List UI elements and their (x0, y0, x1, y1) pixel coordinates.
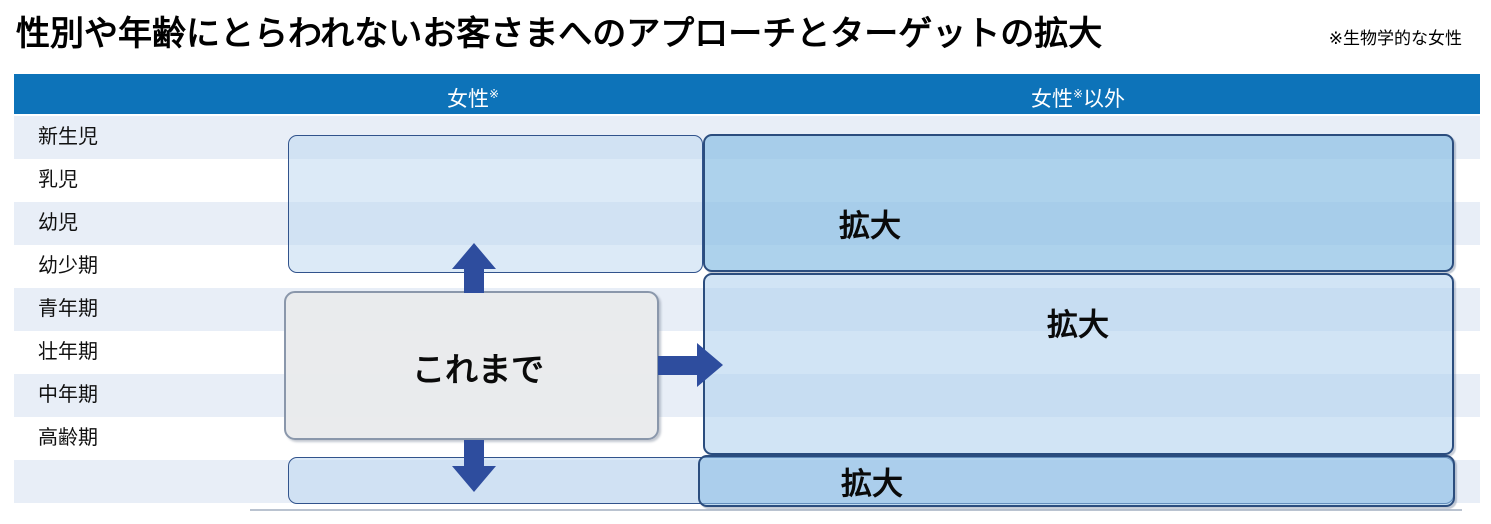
box-expand-middle (703, 273, 1454, 455)
footnote: ※生物学的な女性 (1328, 29, 1462, 48)
row-label: 新生児 (38, 126, 98, 148)
row-prime: 壮年期 (14, 331, 1480, 374)
row-label: 乳児 (38, 169, 78, 191)
row-infant: 乳児 (14, 159, 1480, 202)
table-header: 女性※ 女性※以外 (14, 74, 1480, 114)
asterisk-mark: ※ (488, 87, 500, 101)
column-header-female: 女性※ (447, 74, 499, 114)
box-expand-bottom-right (698, 455, 1455, 507)
box-current-target (284, 291, 659, 440)
expand-middle-label: 拡大 (1047, 307, 1109, 343)
current-label: これまで (412, 351, 544, 388)
table-bottom-border (250, 509, 1462, 511)
row-label: 壮年期 (38, 341, 98, 363)
expand-top-label: 拡大 (839, 208, 901, 244)
row-label: 青年期 (38, 298, 98, 320)
column-header-female-text: 女性 (446, 88, 489, 111)
column-header-nonfemale: 女性※以外 (1030, 87, 1126, 111)
row-elderly: 高齢期 (14, 417, 1480, 460)
row-label: 高齢期 (38, 427, 98, 449)
page-title: 性別や年齢にとらわれないお客さまへのアプローチとターゲットの拡大 (16, 15, 1103, 53)
row-label: 中年期 (38, 384, 98, 406)
expand-bottom-label: 拡大 (841, 466, 903, 502)
asterisk-mark: ※ (1072, 87, 1084, 101)
row-childhood: 幼少期 (14, 245, 1480, 288)
box-expand-top (703, 134, 1454, 272)
box-female-young-range (288, 135, 703, 273)
column-header-nonfemale-text: 女性 (1030, 88, 1073, 111)
row-label: 幼児 (38, 212, 78, 234)
row-label: 幼少期 (38, 255, 98, 277)
